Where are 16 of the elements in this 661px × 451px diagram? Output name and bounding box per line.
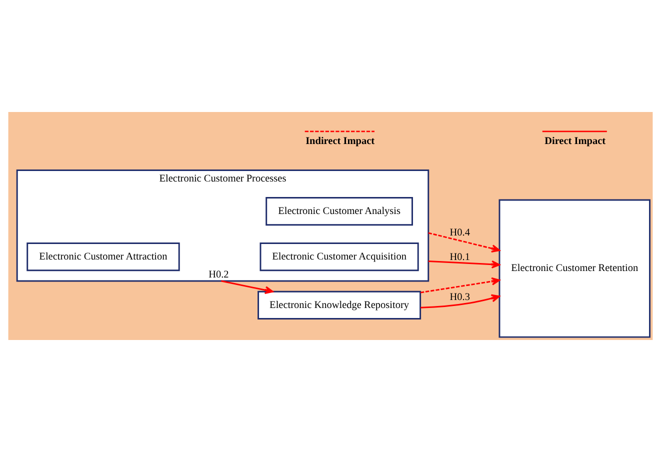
edge-label: H0.1 bbox=[450, 251, 470, 262]
node-box: Electronic Customer Attraction bbox=[26, 242, 180, 271]
arrow bbox=[428, 260, 500, 268]
edge-label: H0.4 bbox=[450, 227, 470, 238]
edge-label: H0.2 bbox=[208, 268, 229, 280]
node-box: Electronic Customer Retention bbox=[498, 198, 650, 338]
legend-label: Indirect Impact bbox=[306, 136, 375, 147]
arrow bbox=[428, 232, 500, 252]
arrow bbox=[420, 294, 500, 308]
edge-label: H0.3 bbox=[450, 292, 470, 303]
arrow bbox=[420, 276, 500, 293]
arrow bbox=[221, 280, 274, 294]
node-box: Electronic Knowledge Repository bbox=[258, 290, 422, 319]
legend-label: Direct Impact bbox=[544, 136, 606, 147]
node-box: Electronic Customer Acquisition bbox=[260, 242, 419, 271]
node-box: Electronic Customer Analysis bbox=[266, 196, 413, 226]
